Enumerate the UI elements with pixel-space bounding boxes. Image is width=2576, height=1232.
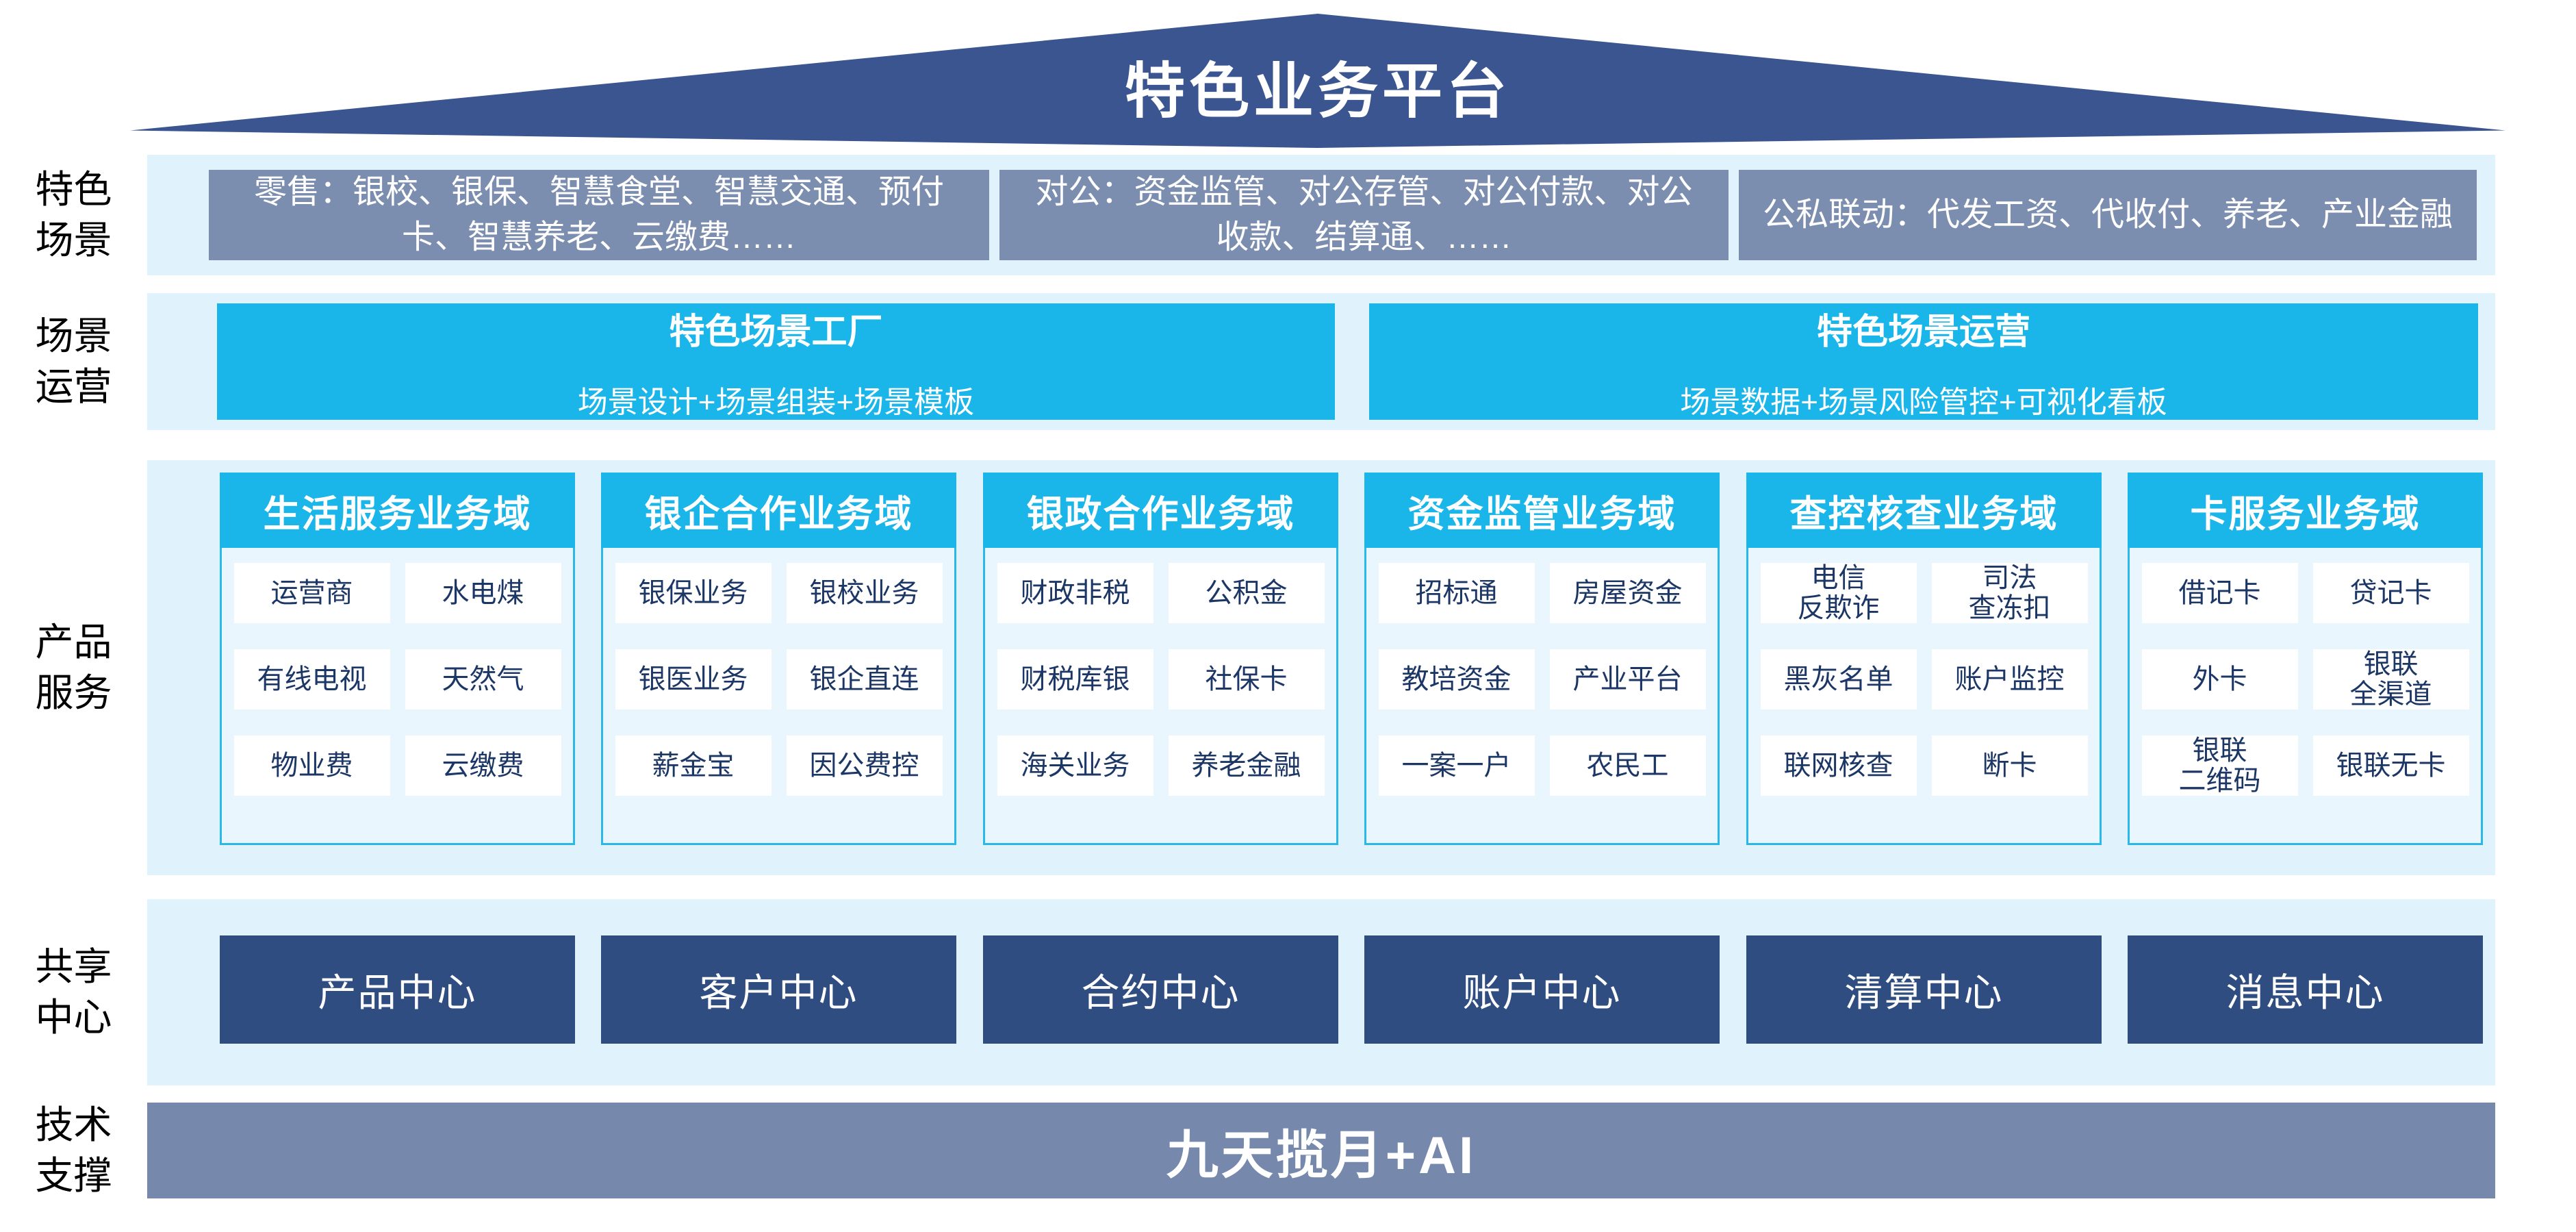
column-header: 资金监管业务域 [1364,473,1720,548]
platform-title: 特色业务平台 [1124,57,1512,125]
side-label-shared-centers: 共享 中心 [35,945,112,1039]
roof-banner: 特色业务平台 [130,14,2505,148]
product-cell: 财政非税 [997,563,1153,623]
product-cell: 账户监控 [1931,649,2088,709]
scene-operation-title: 特色场景运营 [1816,312,2030,352]
center-box-account: 账户中心 [1364,935,1720,1044]
product-cell: 薪金宝 [615,736,771,796]
column-panel: 运营商 水电煤 有线电视 天然气 物业费 云缴费 [220,548,575,845]
product-cell: 物业费 [233,736,390,796]
product-cell: 天然气 [405,649,561,709]
product-cell: 招标通 [1378,563,1535,623]
product-cell: 一案一户 [1378,736,1535,796]
product-cell: 海关业务 [997,736,1153,796]
product-cell: 黑灰名单 [1760,649,1917,709]
side-label-scenes: 特色 场景 [35,168,112,262]
product-cell: 银联 二维码 [2141,736,2298,796]
product-cell: 银医业务 [615,649,771,709]
product-cell: 财税库银 [997,649,1153,709]
scene-factory-title: 特色场景工厂 [669,312,883,352]
product-col-bank-government: 银政合作业务域 财政非税 公积金 财税库银 社保卡 海关业务 养老金融 [983,473,1338,845]
column-panel: 银保业务 银校业务 银医业务 银企直连 薪金宝 因公费控 [601,548,956,845]
product-cell: 养老金融 [1168,736,1325,796]
side-label-product-services: 产品 服务 [35,620,112,714]
center-box-product: 产品中心 [220,935,575,1044]
product-col-bank-enterprise: 银企合作业务域 银保业务 银校业务 银医业务 银企直连 薪金宝 因公费控 [601,473,956,845]
product-cell: 司法 查冻扣 [1931,563,2088,623]
product-cell: 教培资金 [1378,649,1535,709]
product-cell: 联网核查 [1760,736,1917,796]
center-box-contract: 合约中心 [983,935,1338,1044]
column-panel: 电信 反欺诈 司法 查冻扣 黑灰名单 账户监控 联网核查 断卡 [1746,548,2102,845]
product-col-fund-supervision: 资金监管业务域 招标通 房屋资金 教培资金 产业平台 一案一户 农民工 [1364,473,1720,845]
center-box-customer: 客户中心 [601,935,956,1044]
column-header: 银企合作业务域 [601,473,956,548]
product-cell: 银保业务 [615,563,771,623]
scene-operation-subtitle: 场景数据+场景风险管控+可视化看板 [1680,385,2167,419]
shared-centers-row: 产品中心 客户中心 合约中心 账户中心 清算中心 消息中心 [147,899,2495,1085]
product-col-life-services: 生活服务业务域 运营商 水电煤 有线电视 天然气 物业费 云缴费 [220,473,575,845]
product-cell: 运营商 [233,563,390,623]
column-header: 查控核查业务域 [1746,473,2102,548]
column-header: 生活服务业务域 [220,473,575,548]
product-col-card-services: 卡服务业务域 借记卡 贷记卡 外卡 银联 全渠道 银联 二维码 银联无卡 [2128,473,2483,845]
column-panel: 招标通 房屋资金 教培资金 产业平台 一案一户 农民工 [1364,548,1720,845]
product-cell: 水电煤 [405,563,561,623]
product-cell: 公积金 [1168,563,1325,623]
scene-operation-box: 特色场景运营 场景数据+场景风险管控+可视化看板 [1369,303,2478,420]
side-label-scene-operations: 场景 运营 [35,314,112,408]
scene-factory-box: 特色场景工厂 场景设计+场景组装+场景模板 [217,303,1335,420]
product-col-inquiry-verification: 查控核查业务域 电信 反欺诈 司法 查冻扣 黑灰名单 账户监控 联网核查 断卡 [1746,473,2102,845]
product-cell: 银企直连 [786,649,943,709]
product-cell: 外卡 [2141,649,2298,709]
product-cell: 农民工 [1549,736,1706,796]
product-cell: 电信 反欺诈 [1760,563,1917,623]
scene-box-public-private-linkage: 公私联动：代发工资、代收付、养老、产业金融 [1739,170,2477,260]
product-services-row: 生活服务业务域 运营商 水电煤 有线电视 天然气 物业费 云缴费 银企合作业务域 [147,460,2495,875]
product-cell: 有线电视 [233,649,390,709]
column-header: 银政合作业务域 [983,473,1338,548]
product-cell: 银联 全渠道 [2312,649,2469,709]
center-box-clearing: 清算中心 [1746,935,2102,1044]
scene-row: 零售：银校、银保、智慧食堂、智慧交通、预付卡、智慧养老、云缴费…… 对公：资金监… [147,155,2495,275]
column-header: 卡服务业务域 [2128,473,2483,548]
scene-box-retail: 零售：银校、银保、智慧食堂、智慧交通、预付卡、智慧养老、云缴费…… [209,170,989,260]
product-cell: 社保卡 [1168,649,1325,709]
center-box-message: 消息中心 [2128,935,2483,1044]
column-panel: 借记卡 贷记卡 外卡 银联 全渠道 银联 二维码 银联无卡 [2128,548,2483,845]
product-cell: 银校业务 [786,563,943,623]
product-cell: 断卡 [1931,736,2088,796]
tech-support-bar: 九天揽月+AI [147,1103,2495,1198]
product-cell: 云缴费 [405,736,561,796]
product-cell: 借记卡 [2141,563,2298,623]
product-cell: 房屋资金 [1549,563,1706,623]
side-label-tech-support: 技术 支撑 [35,1103,112,1197]
product-cell: 银联无卡 [2312,736,2469,796]
scene-factory-subtitle: 场景设计+场景组装+场景模板 [577,385,975,419]
scene-operation-row: 特色场景工厂 场景设计+场景组装+场景模板 特色场景运营 场景数据+场景风险管控… [147,293,2495,430]
product-cell: 产业平台 [1549,649,1706,709]
product-cell: 贷记卡 [2312,563,2469,623]
column-panel: 财政非税 公积金 财税库银 社保卡 海关业务 养老金融 [983,548,1338,845]
scene-box-corporate: 对公：资金监管、对公存管、对公付款、对公收款、结算通、…… [999,170,1729,260]
product-cell: 因公费控 [786,736,943,796]
